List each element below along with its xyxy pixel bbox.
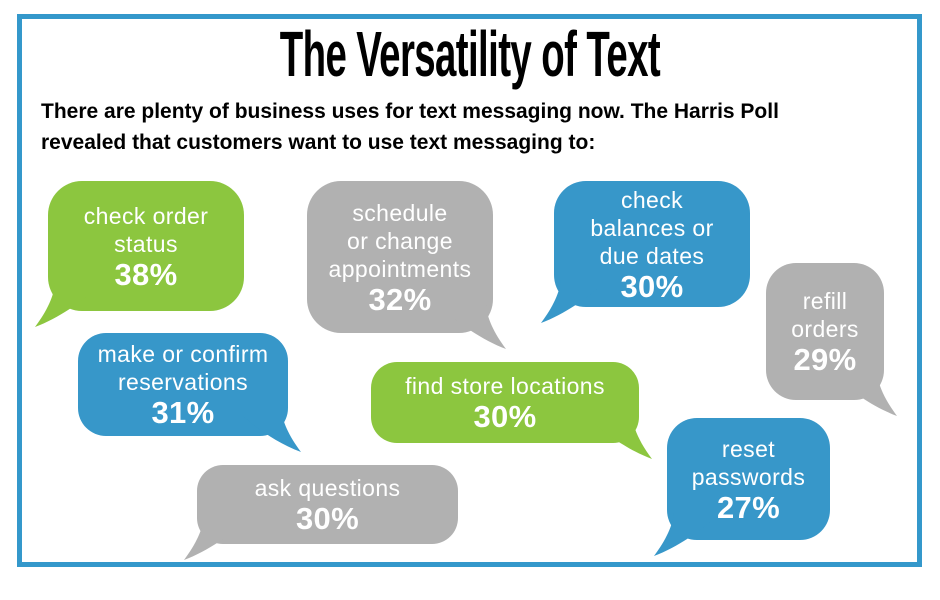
- bubble-label: check: [620, 186, 684, 213]
- bubble-label: status: [114, 230, 178, 257]
- bubble-label: due dates: [599, 242, 705, 269]
- bubble-tail-icon: [35, 283, 93, 327]
- bubble-label: make or confirm: [97, 341, 269, 367]
- bubble-tail-icon: [184, 516, 242, 560]
- bubble-tail-icon: [594, 415, 652, 459]
- bubble-label: orders: [791, 316, 859, 342]
- bubble-tail-icon: [654, 512, 712, 556]
- subtitle-line-2: revealed that customers want to use text…: [41, 131, 596, 154]
- bubble-value: 27%: [717, 489, 780, 525]
- bubble-label: check order: [83, 202, 209, 229]
- bubble-value: 30%: [473, 399, 537, 434]
- bubble-label: passwords: [691, 463, 806, 490]
- bubble-label: ask questions: [254, 475, 401, 501]
- bubble-label: find store locations: [405, 373, 605, 399]
- subtitle: There are plenty of business uses for te…: [41, 96, 881, 158]
- bubble-label: appointments: [328, 255, 472, 282]
- page-title: The Versatility of Text: [279, 18, 661, 90]
- bubble-tail-icon: [541, 279, 599, 323]
- bubble-tail-icon: [448, 305, 506, 349]
- page-title-wrap: The Versatility of Text: [0, 22, 940, 86]
- bubble-label: schedule: [352, 199, 448, 226]
- bubble-value: 38%: [114, 256, 178, 292]
- bubble-value: 32%: [368, 281, 432, 317]
- bubble-tail-icon: [243, 408, 301, 452]
- bubble-value: 31%: [151, 395, 215, 430]
- bubble-label: balances or: [590, 214, 714, 241]
- bubble-label: reservations: [117, 369, 249, 395]
- bubble-label: or change: [347, 227, 453, 254]
- subtitle-line-1: There are plenty of business uses for te…: [41, 100, 779, 123]
- bubble-label: reset: [721, 435, 776, 462]
- bubble-tail-icon: [839, 372, 897, 416]
- bubble-label: refill: [802, 288, 848, 314]
- bubble-value: 30%: [620, 268, 684, 304]
- bubble-value: 29%: [793, 342, 857, 377]
- bubble-value: 30%: [296, 501, 359, 536]
